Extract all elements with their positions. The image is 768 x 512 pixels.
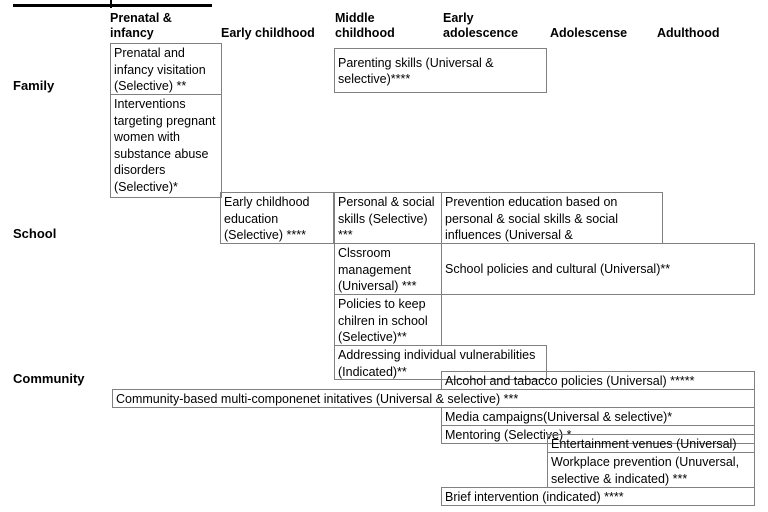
column-header-adulthood: Adulthood	[657, 26, 720, 40]
cell-prenatal-infancy-visitation[interactable]: Prenatal and infancy visitation (Selecti…	[110, 43, 222, 95]
cell-community-based-initiatives[interactable]: Community-based multi-componenet initati…	[112, 389, 755, 408]
column-header-early-childhood: Early childhood	[221, 26, 315, 40]
cell-mentoring[interactable]: Mentoring (Selective) *	[441, 425, 755, 444]
column-header-middle-childhood: Middle childhood	[335, 11, 395, 40]
row-header-school: School	[13, 226, 57, 241]
cell-alcohol-tobacco-policies[interactable]: Alcohol and tabacco policies (Universal)…	[441, 371, 755, 390]
row-header-family: Family	[13, 78, 55, 93]
column-header-early-adolescence: Early adolescence	[443, 11, 519, 40]
cell-school-policies-cultural[interactable]: School policies and cultural (Universal)…	[441, 243, 755, 295]
column-header-adolescense: Adolescense	[550, 26, 628, 40]
cell-policies-keep-children-school[interactable]: Policies to keep chilren in school (Sele…	[334, 294, 442, 346]
cell-classroom-management[interactable]: Clssroom management (Universal) ***	[334, 243, 442, 295]
cell-entertainment-venues[interactable]: Entertainment venues (Universal)	[547, 434, 755, 453]
row-header-community: Community	[13, 371, 85, 386]
cell-early-childhood-education[interactable]: Early childhood education (Selective) **…	[220, 192, 334, 244]
cell-interventions-pregnant-women[interactable]: Interventions targeting pregnant women w…	[110, 94, 222, 198]
column-header-prenatal-infancy: Prenatal & infancy	[110, 11, 172, 40]
cell-prevention-education[interactable]: Prevention education based on personal &…	[441, 192, 663, 244]
cell-addressing-individual-vulnerabilities[interactable]: Addressing individual vulnerabilities (I…	[334, 345, 547, 380]
cell-media-campaigns[interactable]: Media campaigns(Universal & selective)*	[441, 407, 755, 426]
top-rule	[13, 4, 212, 7]
cell-personal-social-skills[interactable]: Personal & social skills (Selective) ***	[334, 192, 442, 244]
cell-workplace-prevention[interactable]: Workplace prevention (Unuversal, selecti…	[547, 452, 755, 488]
cell-brief-intervention[interactable]: Brief intervention (indicated) ****	[441, 487, 755, 506]
cell-parenting-skills[interactable]: Parenting skills (Universal & selective)…	[334, 48, 547, 93]
top-rule-tick	[110, 0, 112, 8]
